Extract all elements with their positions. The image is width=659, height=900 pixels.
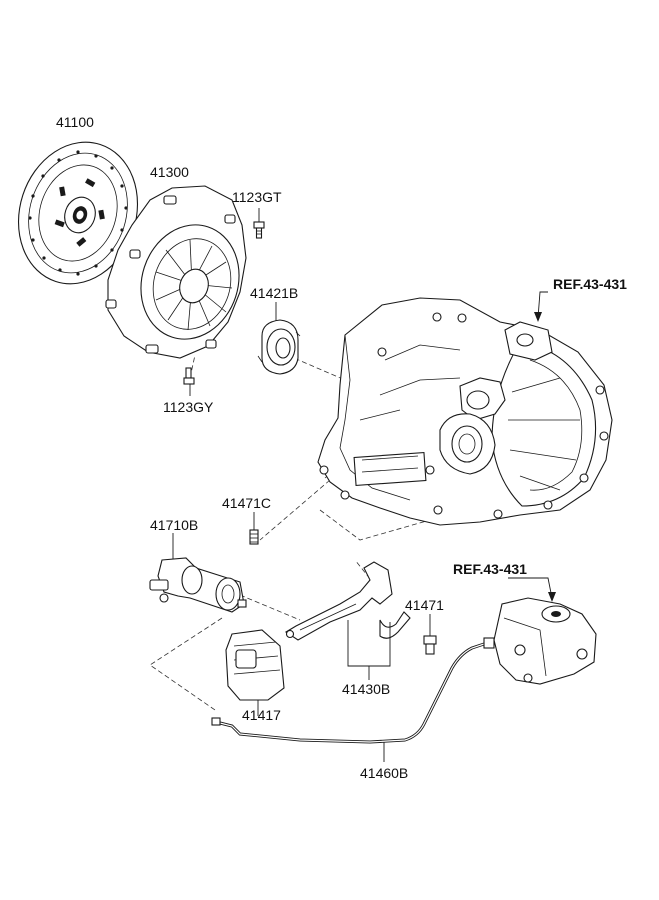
part-number-labels: 41100 41300 1123GT 1123GY 41421B REF.43-…: [56, 114, 627, 781]
release-bearing-41421b[interactable]: [257, 302, 301, 375]
label-41471c: 41471C: [222, 495, 271, 511]
release-fork-41430b[interactable]: [284, 561, 411, 680]
bolt-1123gy[interactable]: [183, 367, 195, 396]
hydraulic-line-41460b[interactable]: [211, 637, 495, 762]
label-ref-top: REF.43-431: [553, 276, 627, 292]
ref-top-leader: [534, 291, 548, 322]
clutch-cover-41300[interactable]: [105, 185, 254, 359]
bolt-1123gt[interactable]: [253, 208, 265, 239]
label-41300: 41300: [150, 164, 189, 180]
label-41460b: 41460B: [360, 765, 408, 781]
cover-mounting-tabs: [105, 195, 236, 354]
disc-damper-springs: [54, 178, 105, 247]
clutch-disc-41100[interactable]: [1, 127, 156, 300]
label-41430b: 41430B: [342, 681, 390, 697]
boot-41417[interactable]: [225, 629, 285, 716]
bleeder-fitting-41471[interactable]: [423, 614, 437, 655]
transmission-housing[interactable]: [317, 297, 613, 526]
bolt-41471c[interactable]: [249, 512, 259, 545]
ref-mid-leader: [508, 577, 556, 602]
label-1123gt: 1123GT: [232, 189, 282, 205]
label-41100: 41100: [56, 114, 94, 130]
label-41417: 41417: [242, 707, 281, 723]
label-41471: 41471: [405, 597, 444, 613]
mount-bracket[interactable]: [493, 597, 597, 685]
disc-friction-rivets: [28, 150, 128, 276]
label-41710b: 41710B: [150, 517, 198, 533]
label-ref-mid: REF.43-431: [453, 561, 527, 577]
label-1123gy: 1123GY: [163, 399, 214, 415]
label-41421b: 41421B: [250, 285, 298, 301]
housing-bolt-bosses: [319, 312, 609, 519]
release-cylinder-41710b[interactable]: [149, 533, 247, 613]
